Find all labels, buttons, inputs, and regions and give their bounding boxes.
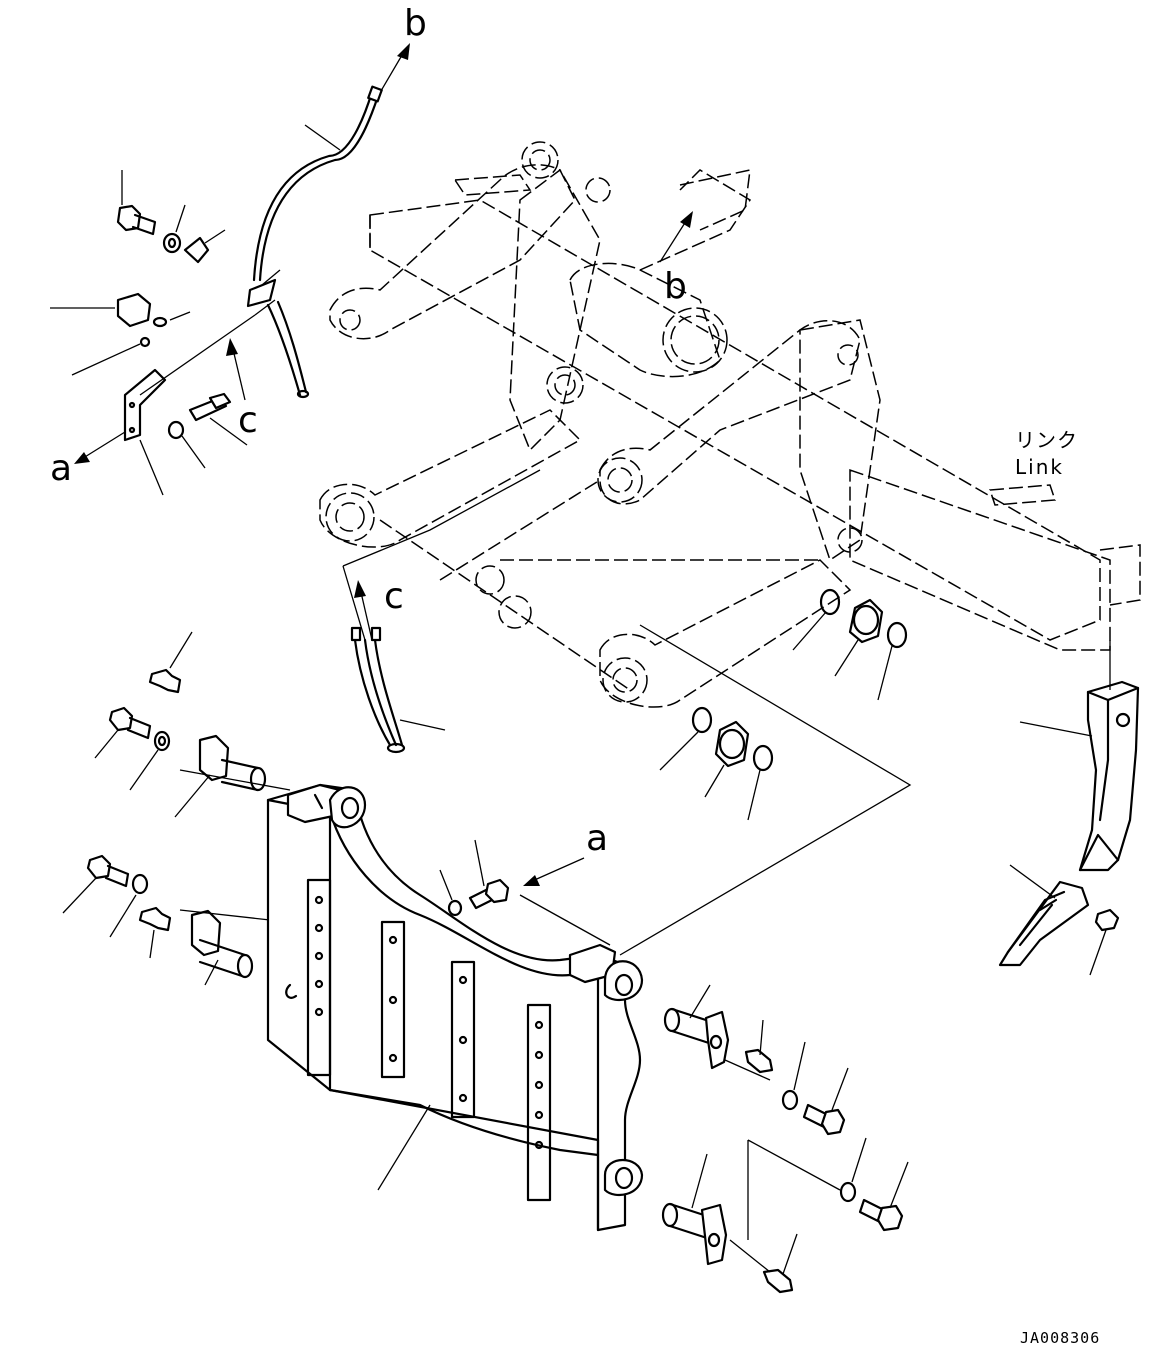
elbow-fitting bbox=[50, 292, 152, 328]
pin-4 bbox=[661, 1153, 728, 1266]
guide-line-a bbox=[139, 314, 256, 396]
grease-fitting-4 bbox=[762, 1233, 798, 1294]
pin-3 bbox=[663, 984, 730, 1070]
tip-pin bbox=[1089, 908, 1120, 976]
guide-line-f bbox=[729, 1139, 841, 1273]
label-c-lower: c bbox=[384, 576, 404, 617]
direction-arrows bbox=[74, 43, 693, 886]
washer-pin-3 bbox=[781, 1041, 806, 1111]
washer-pin-2 bbox=[109, 873, 149, 938]
bolt-pin-4 bbox=[858, 1161, 909, 1232]
grease-fitting-1 bbox=[148, 631, 193, 694]
guide-line-c bbox=[519, 894, 611, 946]
linkage-frame bbox=[319, 141, 1141, 708]
bolt-pin-1 bbox=[94, 706, 152, 759]
guide-line-b bbox=[619, 624, 912, 956]
seal-ring-3 bbox=[659, 706, 713, 771]
guide-line-e bbox=[179, 769, 291, 791]
grease-fitting-3 bbox=[744, 1019, 774, 1074]
o-ring-small bbox=[152, 311, 191, 328]
ripper-beam bbox=[266, 783, 644, 1232]
bracket-left bbox=[123, 368, 167, 496]
seal-ring-2 bbox=[877, 621, 908, 701]
hose-leader2 bbox=[261, 269, 281, 286]
washer-upper-left bbox=[162, 204, 186, 254]
ripper-shank bbox=[1019, 640, 1140, 872]
label-link-en: Link bbox=[1015, 455, 1064, 479]
bolt-pin-3 bbox=[802, 1067, 849, 1136]
hose-lower bbox=[342, 469, 541, 754]
hose-upper bbox=[246, 85, 383, 399]
grease-fitting-2 bbox=[138, 906, 172, 959]
label-b-center: b bbox=[664, 266, 687, 307]
guide-line-a2 bbox=[254, 299, 276, 316]
drawing-code: JA008306 bbox=[1020, 1329, 1100, 1347]
label-a-left: a bbox=[50, 448, 72, 489]
washer-pin-4 bbox=[839, 1137, 867, 1203]
washer-bracket bbox=[167, 420, 206, 469]
washer-center bbox=[439, 869, 463, 917]
washer-pin-1 bbox=[129, 730, 171, 791]
seal-ring-4 bbox=[747, 744, 774, 821]
ripper-tip bbox=[998, 864, 1090, 967]
pin-2 bbox=[190, 909, 254, 986]
label-link-jp: リンク bbox=[1015, 428, 1078, 452]
bolt-upper-left bbox=[116, 170, 157, 236]
hose-leader bbox=[304, 124, 341, 151]
guide-line-d bbox=[179, 909, 271, 921]
bolt-center bbox=[468, 839, 510, 910]
clamp-upper-left bbox=[183, 229, 226, 264]
label-c-left: c bbox=[238, 400, 258, 441]
label-b-top: b bbox=[404, 3, 427, 44]
bushing-1 bbox=[834, 598, 884, 677]
bolt-pin-2 bbox=[62, 854, 130, 914]
pin-1 bbox=[174, 734, 267, 818]
guide-line-g bbox=[724, 1059, 771, 1081]
seal-ring-1 bbox=[792, 588, 841, 651]
bolt-bracket bbox=[188, 392, 248, 446]
label-a-center: a bbox=[586, 818, 608, 859]
bushing-2 bbox=[704, 720, 750, 798]
plug-small bbox=[71, 336, 151, 376]
